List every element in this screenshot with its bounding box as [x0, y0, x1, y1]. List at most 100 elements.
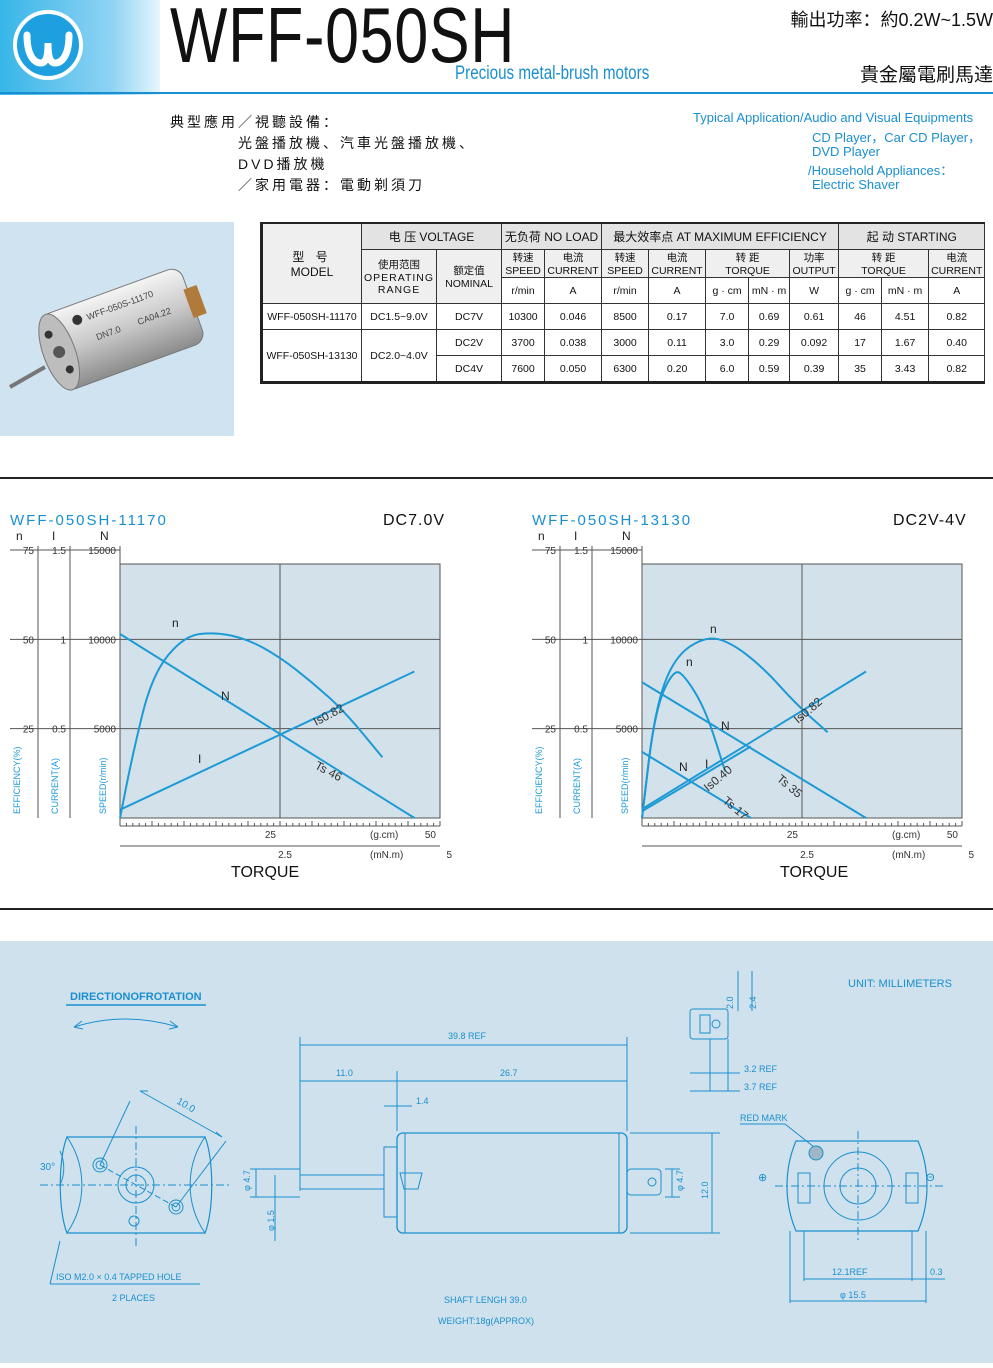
- th-nominal: 额定值 NOMINAL: [436, 249, 503, 304]
- unit-nl-current: A: [544, 277, 603, 304]
- unit-st-current: A: [928, 277, 986, 304]
- chart1-title: WFF-050SH-11170: [10, 512, 168, 529]
- x-tick-label-gcm: 25: [787, 830, 799, 841]
- axis-symbol: I: [574, 530, 577, 543]
- cell-model: WFF-050SH-13130: [261, 329, 362, 383]
- axis-symbol: n: [16, 530, 23, 543]
- x-tick-label-mnm: 5: [968, 850, 974, 860]
- series-label: n: [686, 655, 693, 669]
- direction-label: DIRECTIONOFROTATION: [70, 991, 202, 1003]
- x-tick-label-mnm: 2.5: [800, 850, 814, 860]
- cell-st-mnm: 1.67: [881, 329, 930, 356]
- header-rule: [0, 92, 993, 94]
- cell-me-gcm: 7.0: [705, 303, 750, 330]
- y-tick-label: 15000: [610, 546, 638, 557]
- th-nominal-en: NOMINAL: [445, 278, 493, 290]
- cell-me-gcm: 3.0: [705, 329, 750, 356]
- y-tick-label: 1.5: [574, 546, 588, 557]
- axis-symbol: N: [622, 530, 631, 543]
- series-line-N: [119, 633, 415, 819]
- rear-view: RED MARK ⊕ Θ 12.1REF 0.3 φ 15.5: [740, 1113, 945, 1303]
- series-label: n: [172, 616, 179, 630]
- y-tick-label: 10000: [610, 635, 638, 646]
- chart1-xlabel: TORQUE: [231, 864, 300, 881]
- unit-label: UNIT: MILLIMETERS: [848, 978, 952, 990]
- th-nominal-cn: 额定值: [453, 265, 485, 277]
- unit-me-gcm: g · cm: [705, 277, 750, 304]
- product-name-cn: 貴金屬電刷馬達: [859, 65, 993, 86]
- th-starting: 起 动 STARTING: [838, 222, 986, 250]
- cell-st-mnm: 3.43: [881, 355, 930, 383]
- th-range: 使用范围 OPERATING RANGE: [360, 249, 438, 304]
- series-line-I: [641, 670, 867, 810]
- unit-nl-speed: r/min: [501, 277, 546, 304]
- table-row: WFF-050SH-11170 DC1.5~9.0V DC7V 10300 0.…: [261, 303, 986, 330]
- chart1-condition: DC7.0V: [383, 512, 446, 529]
- cell-me-mnm: 0.59: [748, 355, 791, 383]
- cell-st-current: 0.82: [928, 355, 986, 383]
- section-divider: [0, 477, 993, 479]
- y-tick-label: 75: [23, 546, 35, 557]
- cell-nominal: DC2V: [436, 329, 503, 356]
- y-tick-label: 0.5: [574, 725, 588, 736]
- axis-name: SPEED(r/min): [98, 757, 108, 814]
- cell-nl-current: 0.046: [544, 303, 603, 330]
- y-tick-label: 10000: [88, 635, 116, 646]
- series-line-n: [641, 671, 727, 819]
- x-tick-label-gcm: 25: [265, 830, 277, 841]
- red-mark-label: RED MARK: [740, 1113, 788, 1123]
- y-tick-label: 50: [23, 635, 35, 646]
- axis-symbol: I: [52, 530, 55, 543]
- series-label: n: [710, 622, 717, 636]
- application-cn-4: ／家用電器：電動剃須刀: [238, 177, 425, 193]
- axis-name: EFFICIENCY(%): [12, 746, 22, 814]
- x-unit-mnm: (mN.m): [892, 850, 925, 860]
- th-range-cn: 使用范围: [378, 259, 421, 271]
- cell-me-current: 0.17: [648, 303, 707, 330]
- cell-me-gcm: 6.0: [705, 355, 750, 383]
- series-label: N: [221, 689, 230, 703]
- front-view: 10.0 30° ISO M2.0 × 0.4 TAPPED HOLE 2 PL…: [40, 1090, 230, 1303]
- logo-dot-icon: [72, 314, 83, 325]
- dim-398: 39.8 REF: [448, 1031, 487, 1041]
- rotation-arrow-icon: [73, 1020, 179, 1030]
- series-line-N: [641, 751, 752, 819]
- application-en-5: Electric Shaver: [812, 177, 900, 192]
- application-cn-2: 光盤播放機、汽車光盤播放機、: [238, 135, 476, 151]
- th-model-cn: 型 号: [292, 250, 332, 264]
- section-divider: [0, 908, 993, 910]
- x-tick-label-mnm: 5: [446, 850, 452, 860]
- chart2-xlabel: TORQUE: [780, 864, 849, 881]
- series-line-I: [641, 745, 752, 813]
- y-tick-label: 1: [582, 635, 588, 646]
- series-label: I: [705, 757, 708, 771]
- dim-30deg: 30°: [40, 1162, 55, 1173]
- cell-me-speed: 6300: [601, 355, 650, 383]
- cell-nl-current: 0.038: [544, 329, 603, 356]
- unit-st-gcm: g · cm: [838, 277, 883, 304]
- dim-20: 2.0: [725, 996, 735, 1009]
- cell-me-output: 0.092: [789, 329, 840, 356]
- cell-st-gcm: 35: [838, 355, 883, 383]
- x-tick-label-mnm: 2.5: [278, 850, 292, 860]
- x-unit-gcm: (g.cm): [892, 830, 920, 841]
- axis-symbol: N: [100, 530, 109, 543]
- header: WFF-050SH Precious metal-brush motors 輸出…: [0, 0, 993, 95]
- application-en-1: Typical Application/Audio and Visual Equ…: [693, 110, 974, 125]
- axis-name: CURRENT(A): [572, 758, 582, 814]
- dim-120: 12.0: [700, 1181, 710, 1199]
- th-model-en: MODEL: [290, 265, 334, 279]
- th-noload: 无负荷 NO LOAD: [501, 222, 603, 250]
- cell-me-mnm: 0.69: [748, 303, 791, 330]
- chart2-condition: DC2V-4V: [893, 512, 967, 529]
- cell-st-gcm: 46: [838, 303, 883, 330]
- y-tick-label: 75: [545, 546, 557, 557]
- th-maxeff: 最大效率点 AT MAXIMUM EFFICIENCY: [601, 222, 840, 250]
- dim-37: 3.7 REF: [744, 1082, 778, 1092]
- cell-model: WFF-050SH-11170: [261, 303, 362, 330]
